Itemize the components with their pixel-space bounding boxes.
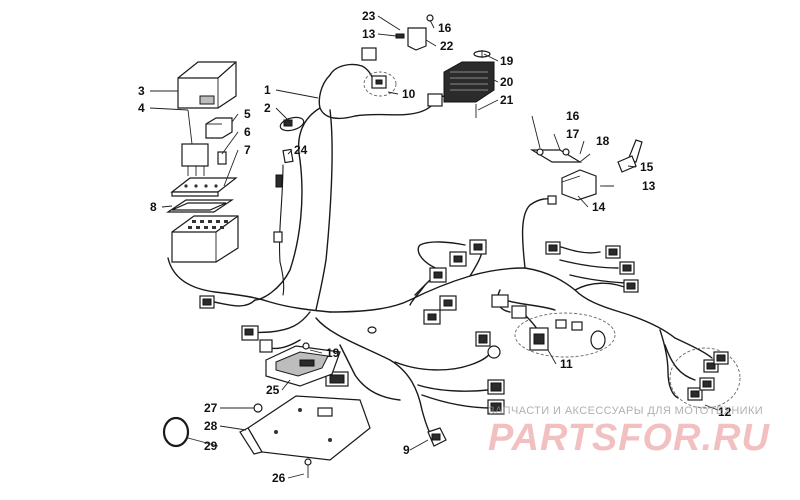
callout-22: 22	[440, 39, 454, 53]
relay-box-cover	[177, 61, 237, 109]
fuse-box-base	[171, 215, 239, 263]
harness-connector-2	[279, 116, 305, 132]
callout-5: 5	[244, 107, 251, 121]
callout-15: 15	[640, 160, 654, 174]
callout-12: 12	[718, 405, 732, 419]
callout-27: 27	[204, 401, 218, 415]
harness-connectors	[199, 195, 639, 415]
callout-3: 3	[138, 84, 145, 98]
bracket-22	[395, 14, 434, 51]
callout-19-low: 19	[326, 346, 340, 360]
callout-26: 26	[272, 471, 286, 485]
connector-group-12	[669, 347, 741, 409]
callout-13-top: 13	[362, 27, 376, 41]
callout-8: 8	[150, 200, 157, 214]
callout-7: 7	[244, 143, 251, 157]
connector-group-11	[514, 312, 616, 358]
callout-6: 6	[244, 125, 251, 139]
connector-top	[361, 47, 377, 61]
relay-main	[181, 143, 209, 176]
relay-small	[205, 117, 233, 139]
oxygen-sensor	[273, 148, 294, 243]
callout-28: 28	[204, 419, 218, 433]
callout-9: 9	[403, 443, 410, 457]
callout-20: 20	[500, 75, 514, 89]
callout-24: 24	[294, 143, 308, 157]
callout-23: 23	[362, 9, 376, 23]
fuse-box-gasket	[166, 199, 234, 213]
leader-lines	[149, 15, 719, 479]
callout-29: 29	[204, 439, 218, 453]
ring-clamp	[162, 416, 190, 448]
callout-11: 11	[560, 357, 573, 371]
callout-2: 2	[264, 101, 271, 115]
callout-21: 21	[500, 93, 514, 107]
fuse	[217, 151, 227, 165]
connector-9	[427, 427, 447, 447]
mounting-tray	[239, 395, 371, 461]
nut-27	[253, 403, 263, 413]
callout-18: 18	[596, 134, 610, 148]
fuse-board	[170, 177, 238, 197]
callout-labels: 1 2 3 4 5 6 7 8 9 10 11 12 13 13 14 15 1…	[138, 9, 732, 485]
callout-14: 14	[592, 200, 606, 214]
switch-14	[561, 169, 597, 201]
callout-13-right: 13	[642, 179, 656, 193]
callout-19-top: 19	[500, 54, 514, 68]
callout-4: 4	[138, 101, 145, 115]
callout-16-right: 16	[566, 109, 580, 123]
callout-10: 10	[402, 87, 416, 101]
hose-15	[617, 139, 643, 173]
callout-17: 17	[566, 127, 580, 141]
connector-10	[363, 71, 397, 97]
control-module	[265, 342, 341, 387]
bracket-17	[529, 148, 583, 163]
callout-1: 1	[264, 83, 271, 97]
callout-16-top: 16	[438, 21, 452, 35]
voltage-regulator	[427, 61, 495, 107]
callout-25: 25	[266, 383, 280, 397]
